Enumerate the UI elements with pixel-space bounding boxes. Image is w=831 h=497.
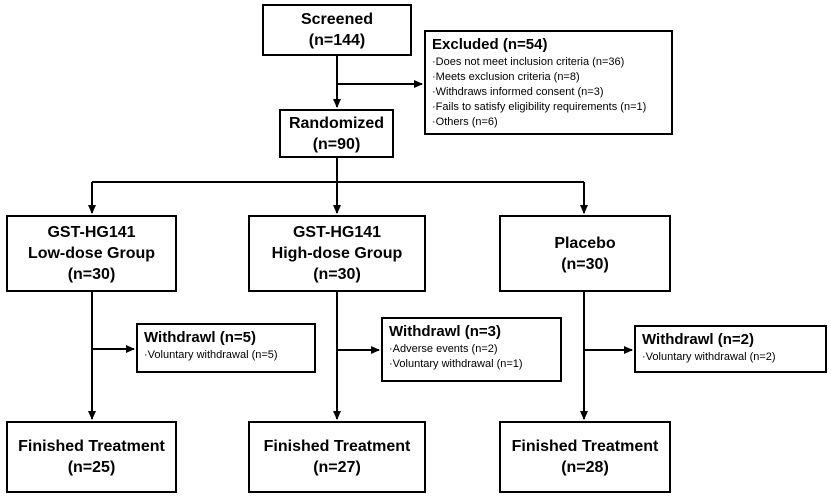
withdrawal-high-box: Withdrawl (n=3) ·Adverse events (n=2) ·V… [381,317,562,382]
finished-count: (n=28) [561,459,609,476]
withdrawal-item: ·Adverse events (n=2) [389,343,498,355]
withdrawal-item: ·Voluntary withdrawal (n=2) [642,351,776,363]
finished-title: Finished Treatment [263,438,411,455]
group-count: (n=30) [67,266,116,283]
excluded-item: ·Others (n=6) [432,116,498,128]
withdrawal-low-box: Withdrawl (n=5) ·Voluntary withdrawal (n… [136,323,316,373]
group-placebo-box: Placebo (n=30) [499,215,671,292]
excluded-item: ·Does not meet inclusion criteria (n=36) [432,56,625,68]
finished-count: (n=27) [313,459,361,476]
finished-title: Finished Treatment [511,438,659,455]
excluded-box: Excluded (n=54) ·Does not meet inclusion… [424,30,673,135]
group-count: (n=30) [313,266,361,283]
group-count: (n=30) [561,255,609,273]
excluded-title: Excluded (n=54) [432,36,548,53]
randomized-count: (n=90) [312,135,361,153]
excluded-item: ·Withdraws informed consent (n=3) [432,86,604,98]
group-name-line1: GST-HG141 [47,224,136,241]
excluded-item: ·Meets exclusion criteria (n=8) [432,71,580,83]
group-name-line1: Placebo [554,234,616,252]
withdrawal-title: Withdrawl (n=2) [642,331,754,348]
withdrawal-title: Withdrawl (n=5) [144,329,256,346]
finished-high-box: Finished Treatment (n=27) [248,421,426,493]
finished-placebo-box: Finished Treatment (n=28) [499,421,671,493]
group-high-dose-box: GST-HG141 High-dose Group (n=30) [248,215,426,292]
finished-title: Finished Treatment [18,438,165,455]
group-low-dose-box: GST-HG141 Low-dose Group (n=30) [6,215,177,292]
withdrawal-item: ·Voluntary withdrawal (n=1) [389,358,523,370]
screened-box: Screened (n=144) [262,4,412,56]
screened-count: (n=144) [308,32,366,49]
withdrawal-title: Withdrawl (n=3) [389,323,501,340]
withdrawal-placebo-box: Withdrawl (n=2) ·Voluntary withdrawal (n… [634,325,827,373]
group-name-line2: High-dose Group [271,245,403,262]
randomized-title: Randomized [288,114,385,132]
group-name-line2: Low-dose Group [27,245,156,262]
finished-low-box: Finished Treatment (n=25) [6,421,177,493]
finished-count: (n=25) [67,459,116,476]
withdrawal-item: ·Voluntary withdrawal (n=5) [144,349,278,361]
group-name-line1: GST-HG141 [292,224,382,241]
excluded-item: ·Fails to satisfy eligibility requiremen… [432,101,647,113]
randomized-box: Randomized (n=90) [279,109,394,158]
screened-title: Screened [300,11,374,28]
